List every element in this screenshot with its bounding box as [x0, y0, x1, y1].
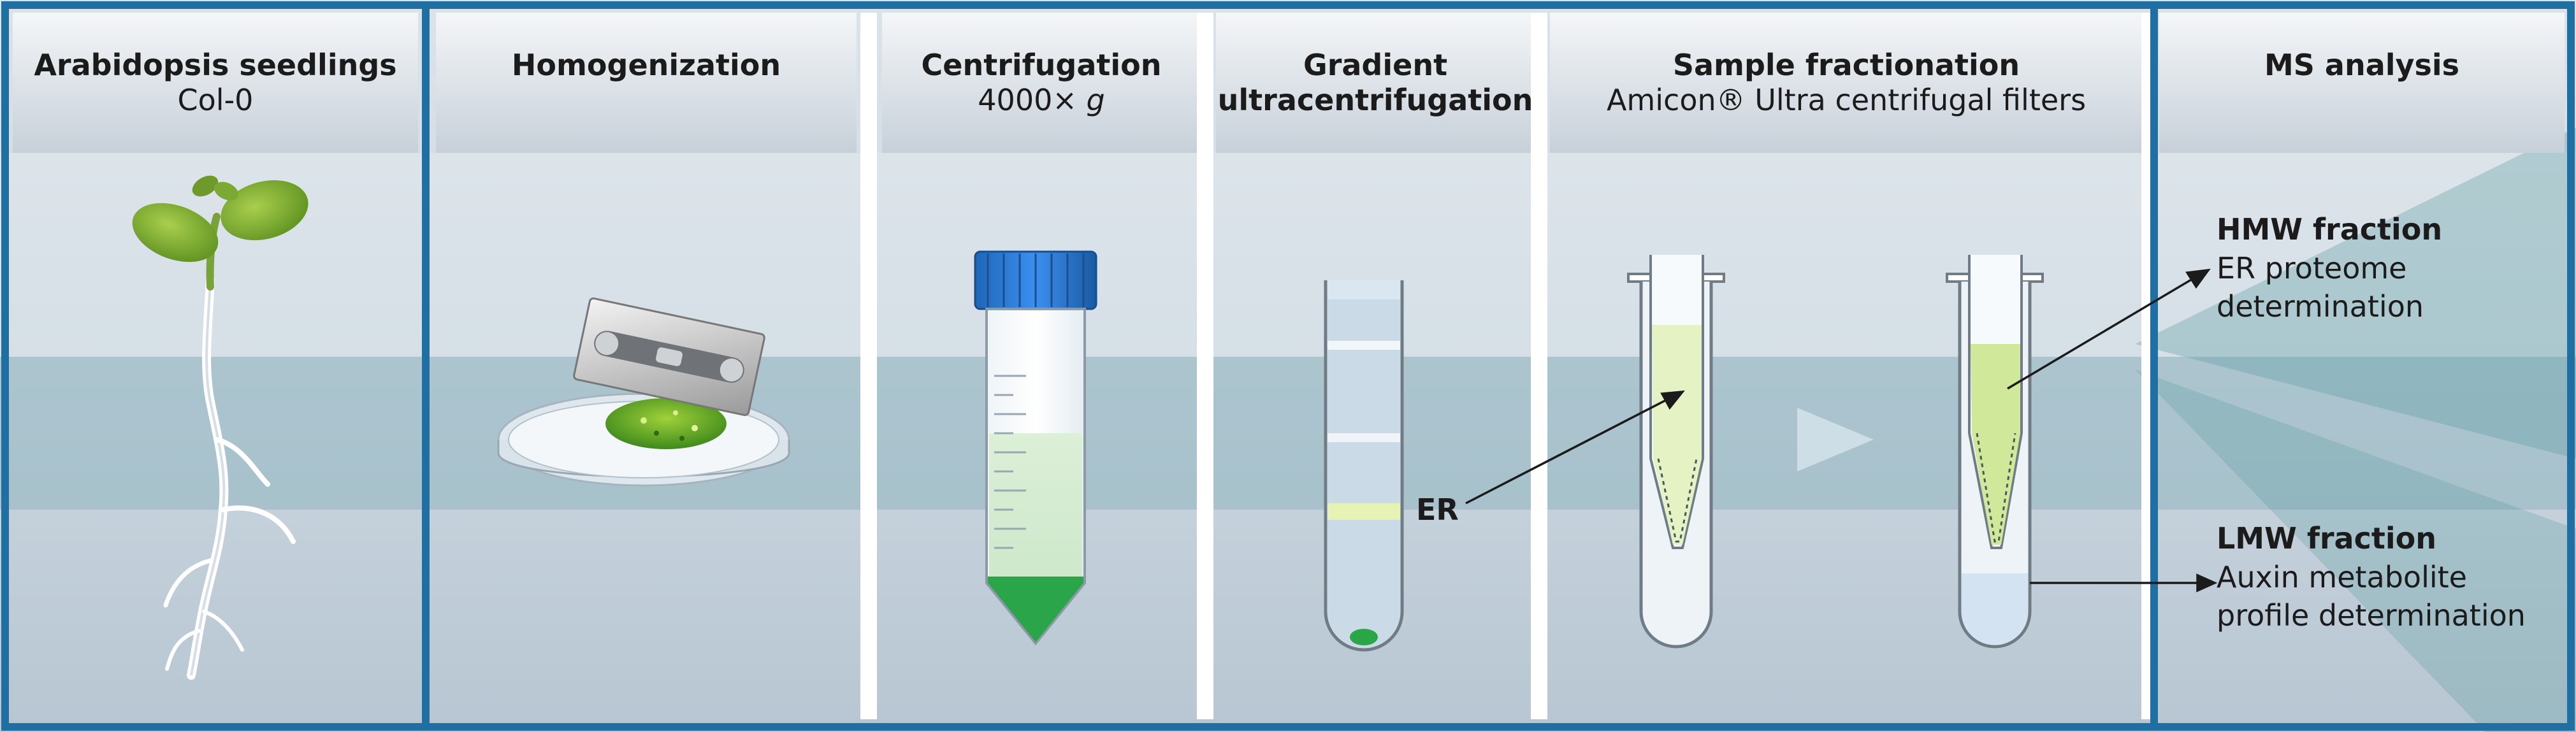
step-seedlings-header: Arabidopsis seedlings Col-0 — [13, 48, 418, 118]
falcon-tube-icon — [974, 250, 1097, 646]
step-ms-header: MS analysis — [2159, 48, 2565, 83]
petri-dish-icon — [497, 392, 790, 487]
amicon-filter-1 — [1627, 255, 1725, 649]
hmw-line2: determination — [2217, 289, 2424, 324]
hmw-wedge — [2135, 127, 2576, 459]
lmw-title: LMW fraction — [2217, 521, 2436, 556]
fractionation-arrow — [1797, 408, 1874, 471]
step-homogenization-header: Homogenization — [436, 48, 857, 83]
centrifugation-speed: 4000× — [978, 83, 1087, 118]
step-centrifugation-subtitle: 4000× g — [882, 83, 1201, 118]
step-gradient-title: Gradient — [1303, 48, 1448, 82]
razor-blade-icon — [573, 297, 765, 417]
header-strips — [13, 13, 2565, 153]
step-gradient-title-line2: ultracentrifugation — [1217, 83, 1533, 118]
amicon-filter-2 — [1946, 255, 2044, 649]
step-fractionation-subtitle: Amicon® Ultra centrifugal filters — [1606, 83, 2087, 118]
step-ms-title: MS analysis — [2264, 48, 2460, 82]
hmw-title: HMW fraction — [2217, 212, 2443, 247]
lmw-line2: profile determination — [2217, 598, 2526, 633]
lmw-line1: Auxin metabolite — [2217, 559, 2467, 594]
step-fractionation-header: Sample fractionation Amicon® Ultra centr… — [1550, 48, 2143, 118]
er-label: ER — [1416, 491, 1459, 529]
seedling-icon — [132, 175, 308, 680]
hmw-line1: ER proteome — [2217, 250, 2407, 285]
hmw-fraction-label: HMW fraction ER proteome determination — [2217, 210, 2442, 326]
er-label-text: ER — [1416, 492, 1459, 527]
step-centrifugation-header: Centrifugation 4000× g — [882, 48, 1201, 118]
ms-divider — [2150, 5, 2158, 727]
er-band — [1328, 503, 1400, 520]
step-homogenization-title: Homogenization — [511, 48, 781, 82]
process-band — [0, 357, 2576, 510]
step-fractionation-title: Sample fractionation — [1672, 48, 2020, 82]
step-centrifugation-title: Centrifugation — [921, 48, 1162, 82]
lmw-fraction-label: LMW fraction Auxin metabolite profile de… — [2217, 519, 2526, 635]
step-seedlings-subtitle: Col-0 — [177, 83, 254, 118]
step-seedlings-title: Arabidopsis seedlings — [34, 48, 397, 82]
centrifugation-g-unit: g — [1086, 83, 1105, 118]
annotation-arrows — [1465, 268, 2218, 592]
seedling-divider — [422, 5, 430, 727]
lmw-wedge — [2135, 370, 2576, 732]
step-gradient-header: Gradient ultracentrifugation — [1216, 48, 1535, 118]
gradient-tube-icon — [1324, 280, 1404, 652]
